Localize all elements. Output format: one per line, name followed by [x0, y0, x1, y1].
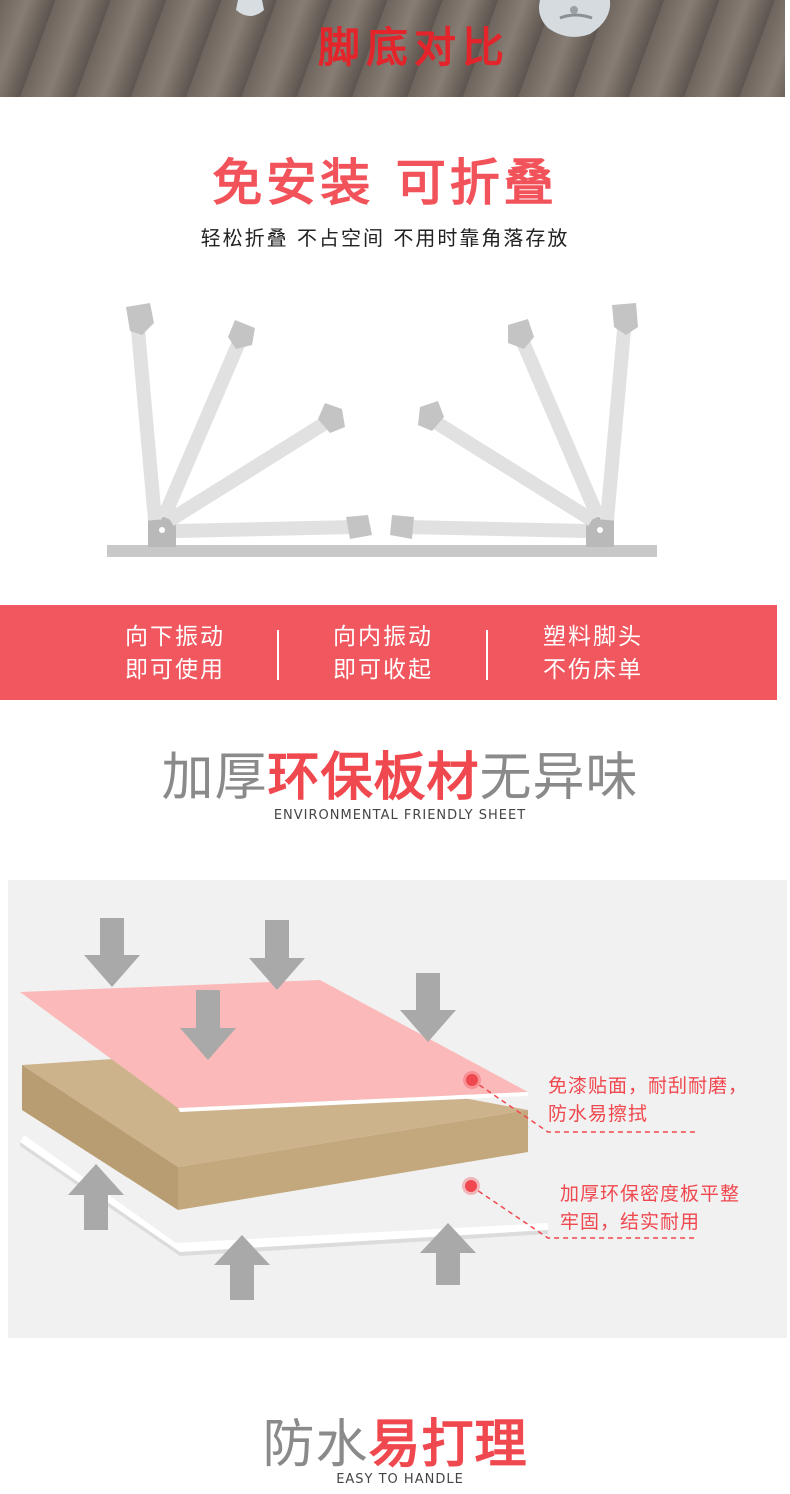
- folding-legs-illustration: [107, 303, 657, 557]
- left-leg-2: [157, 337, 247, 520]
- feature-plastic-feet: 塑料脚头 不伤床单: [493, 621, 693, 687]
- arrow-down-icon: [249, 920, 305, 990]
- laminate-callout: 免漆贴面，耐刮耐磨， 防水易擦拭: [548, 1072, 748, 1128]
- water-title-gray: 防水: [262, 1415, 369, 1475]
- callout-text: 免漆贴面，耐刮耐磨，: [548, 1075, 749, 1097]
- mdf-board-side-left: [22, 1065, 178, 1210]
- mdf-board-side-front: [178, 1110, 528, 1210]
- arrow-down-icon: [400, 973, 456, 1042]
- board-title-red: 环保板材: [267, 748, 480, 808]
- feature-line: 即可收起: [333, 657, 433, 683]
- left-leg-upright: [131, 329, 162, 521]
- mdf-callout: 加厚环保密度板平整 牢固，结实耐用: [560, 1180, 740, 1236]
- feature-line: 不伤床单: [543, 657, 643, 683]
- feature-line: 向内振动: [333, 624, 433, 650]
- tabletop-edge: [107, 545, 657, 557]
- left-foot-1: [126, 303, 154, 335]
- feature-line: 即可使用: [125, 657, 225, 683]
- fold-title: 免安装 可折叠: [212, 154, 558, 212]
- feature-down-swing: 向下振动 即可使用: [75, 621, 275, 687]
- right-leg-upright: [600, 329, 631, 521]
- right-leg-2: [515, 337, 605, 520]
- table-feet-photo: [236, 0, 611, 37]
- top-banner: 脚底对比: [0, 0, 785, 97]
- callout-line: [471, 1079, 696, 1133]
- water-subtitle: EASY TO HANDLE: [336, 1472, 464, 1487]
- arrow-down-icon: [180, 990, 236, 1060]
- left-leg-folded: [175, 520, 356, 538]
- arrow-up-icon: [214, 1235, 270, 1300]
- left-foot-2: [228, 320, 255, 349]
- board-title: 加厚环保板材无异味: [0, 735, 790, 810]
- callout-text: 加厚环保密度板平整: [560, 1183, 741, 1205]
- right-leg-folded: [406, 520, 587, 538]
- feature-inward-swing: 向内振动 即可收起: [283, 621, 483, 687]
- board-title-gray-2: 无异味: [479, 748, 639, 808]
- arrow-down-icon: [84, 918, 140, 987]
- board-layers-graphic: [20, 918, 696, 1300]
- band-divider: [277, 630, 279, 680]
- fold-subtitle: 轻松折叠 不占空间 不用时靠角落存放: [200, 226, 570, 250]
- banner-title: 脚底对比: [318, 23, 511, 72]
- water-title-red: 易打理: [368, 1415, 528, 1475]
- feature-line: 向下振动: [125, 624, 225, 650]
- band-divider: [486, 630, 488, 680]
- left-foot-3: [318, 403, 345, 433]
- right-foot-2: [508, 319, 534, 349]
- board-title-gray-1: 加厚: [161, 748, 268, 808]
- callout-line: [470, 1185, 696, 1239]
- water-title: 防水易打理: [0, 1402, 790, 1477]
- callout-text: 防水易擦拭: [548, 1103, 649, 1125]
- left-foot-4: [346, 515, 372, 539]
- board-layers-illustration: 免漆贴面，耐刮耐磨， 防水易擦拭 加厚环保密度板平整 牢固，结实耐用: [8, 880, 787, 1338]
- right-leg-3: [428, 414, 596, 526]
- right-foot-3: [418, 401, 444, 431]
- right-foot-1: [612, 303, 638, 335]
- arrow-up-icon: [420, 1223, 476, 1285]
- callout-text: 牢固，结实耐用: [560, 1211, 701, 1233]
- feature-line: 塑料脚头: [543, 624, 643, 650]
- board-subtitle: ENVIRONMENTAL FRIENDLY SHEET: [273, 808, 527, 823]
- laminate-sheet: [20, 980, 528, 1108]
- arrow-up-icon: [68, 1164, 124, 1230]
- left-leg-3: [166, 414, 334, 526]
- feature-band: 向下振动 即可使用 向内振动 即可收起 塑料脚头 不伤床单: [0, 605, 777, 700]
- right-foot-4: [390, 515, 414, 539]
